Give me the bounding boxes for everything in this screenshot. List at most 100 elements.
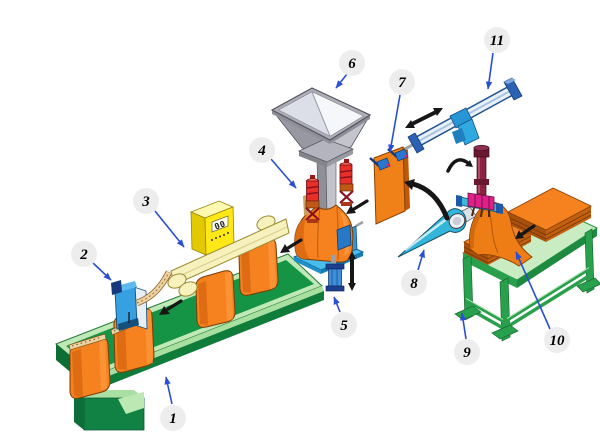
hopper-inner-left (279, 92, 330, 136)
callout-circle (331, 312, 357, 338)
pickup-rod-collar (474, 179, 489, 185)
filled-bag-3 (195, 270, 236, 328)
plate-gripper-2 (387, 148, 409, 162)
pickup-fingers (471, 207, 490, 218)
hopper-spout-right (325, 159, 337, 213)
callout-4: 4 (249, 137, 297, 189)
callout-number: 5 (340, 318, 348, 334)
table-stretcher (506, 267, 590, 322)
bag-shade (241, 249, 251, 293)
flow-arrow-conveyor-mid (280, 238, 303, 253)
cone-highlight (404, 217, 449, 251)
cylinder-bottom-flange (325, 285, 345, 292)
control-panel-buttons (211, 232, 229, 241)
bag-fold-shade (469, 204, 488, 249)
callout-circle (389, 69, 415, 95)
callout-8: 8 (401, 249, 427, 296)
callout-circle (484, 27, 510, 53)
cylinder-body (328, 268, 342, 287)
callout-leader (154, 210, 185, 248)
bag-opening-cone (397, 208, 467, 258)
callout-circle (133, 188, 159, 214)
bag-clamp-left (303, 175, 320, 223)
discharge-band-stitches (136, 271, 170, 304)
bag-shade (198, 281, 208, 325)
hopper-inner-right (312, 92, 363, 136)
bag-pickup-mechanism (456, 144, 503, 223)
callout-circle (71, 241, 97, 267)
table-top-edge (517, 228, 597, 288)
callout-11: 11 (484, 27, 510, 90)
bag-clamp-right (339, 159, 354, 206)
roller-table: 00 (167, 200, 290, 297)
sewing-machine-motor (111, 280, 122, 295)
control-panel: 00 (189, 200, 235, 256)
callout-leader (164, 376, 173, 405)
control-panel-side (190, 211, 207, 256)
hopper-collar-skirt (327, 149, 353, 167)
callout-circle (339, 50, 365, 76)
callout-10: 10 (515, 251, 570, 353)
callout-leader (485, 52, 494, 90)
tube-cap (496, 203, 503, 214)
platform-edge (294, 257, 321, 274)
updown-arrow-cylinder (348, 251, 356, 291)
conveyor-pedestal-step (118, 392, 144, 414)
bag-shade (72, 349, 83, 397)
swing-arrow-pickup (446, 158, 473, 173)
table-stretcher (506, 274, 590, 329)
callout-circle (160, 405, 186, 431)
roller (178, 281, 198, 297)
swing-arrow-plate (404, 179, 450, 221)
table-stretcher (465, 298, 504, 323)
lift-cylinder (325, 255, 345, 292)
callout-leader (515, 251, 551, 330)
callout-number: 4 (257, 143, 266, 159)
hopper-rim-thickness (272, 110, 370, 144)
deck-edge-line (172, 226, 288, 280)
callout-number: 11 (490, 33, 504, 49)
filled-bag-4 (238, 238, 279, 296)
control-panel-screen (211, 215, 229, 233)
conveyor-pedestal-side (74, 390, 84, 430)
bag-transfer-plate (369, 146, 410, 225)
callout-1: 1 (160, 376, 186, 431)
table-foot (491, 324, 519, 340)
bag-highlight (225, 272, 233, 321)
callout-number: 2 (79, 247, 88, 263)
roller (167, 273, 187, 289)
bag-top-stick-1 (68, 333, 107, 351)
callout-leader (417, 249, 425, 271)
cone-base-inner (452, 216, 462, 226)
callout-number: 8 (410, 276, 418, 292)
bag-sewing-machine (111, 270, 172, 331)
callout-circle (249, 137, 275, 163)
callout-circle (454, 339, 480, 365)
filled-bag-1 (69, 337, 111, 399)
flow-arrow-conveyor-left (159, 299, 183, 315)
table-foot (576, 277, 600, 293)
control-panel-display: 00 (213, 219, 227, 232)
callout-5: 5 (331, 296, 357, 338)
callout-3: 3 (133, 188, 185, 248)
stack-top (506, 187, 593, 231)
sewing-machine-foot (118, 318, 139, 331)
callout-7: 7 (388, 69, 415, 153)
callout-number: 6 (348, 56, 356, 72)
cylinder-top-flange (325, 263, 345, 270)
callout-number: 1 (169, 411, 177, 427)
callout-number: 7 (398, 75, 406, 91)
callout-circle (544, 327, 570, 353)
bag-pocket (336, 224, 352, 251)
callouts: 1 2 3 4 5 6 7 (71, 27, 570, 431)
callout-leader (270, 158, 297, 189)
bag-stack-right (506, 187, 593, 242)
callout-leader (388, 94, 401, 153)
bag-pleat (317, 207, 321, 259)
bag-shade (116, 321, 127, 370)
callout-leader (459, 312, 467, 340)
flow-arrow-stack (515, 224, 536, 239)
cylinder-rod (331, 255, 336, 266)
